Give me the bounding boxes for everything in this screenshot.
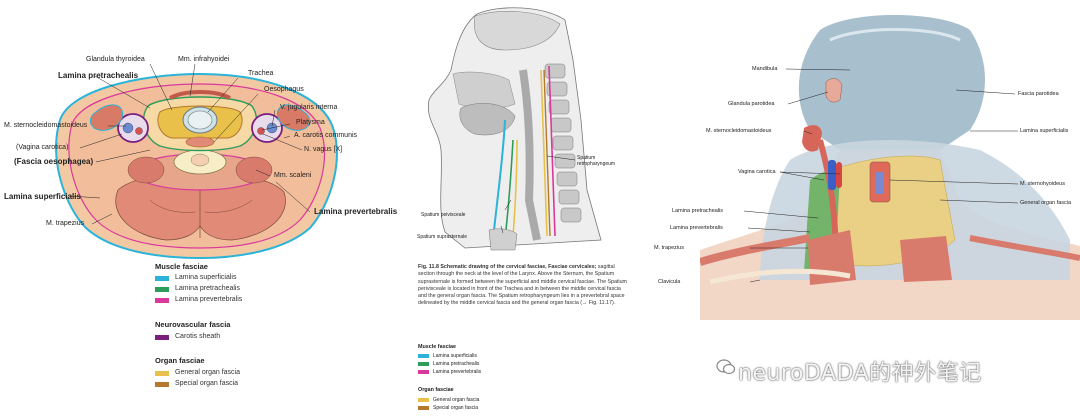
- caption-title: Fig. 11.8 Schematic drawing of the cervi…: [418, 264, 597, 270]
- label-spatium-perivisceale: Spatium peivisceale: [421, 212, 466, 218]
- swatch-pretrachealis: [155, 287, 169, 292]
- label-m-trapezius: M. trapezius: [46, 220, 85, 227]
- label-v-jugularis-interna: V. jugularis interna: [280, 104, 338, 111]
- legend-item: General organ fascia: [175, 369, 240, 376]
- mid-swatch-prevertebralis: [418, 370, 429, 374]
- label-n-vagus: N. vagus [X]: [304, 146, 343, 153]
- swatch-superficialis: [155, 276, 169, 281]
- cross-section-figure: [55, 63, 338, 260]
- legend-item: Carotis sheath: [175, 333, 221, 340]
- mid-legend-item: Lamina superficialis: [433, 353, 477, 359]
- legend-muscle-title: Muscle fasciae: [155, 262, 208, 271]
- legend-organ-title: Organ fasciae: [155, 356, 205, 365]
- caption-body: sagittal section through the neck at the…: [418, 264, 627, 307]
- wechat-icon: [716, 357, 736, 377]
- mid-legend-item: General organ fascia: [433, 397, 480, 403]
- mid-legend-item: Lamina prevertebralis: [433, 369, 482, 375]
- figure-caption: Fig. 11.8 Schematic drawing of the cervi…: [418, 264, 628, 308]
- legend-item: Lamina superficialis: [175, 274, 237, 281]
- label-trachea: Trachea: [248, 70, 274, 77]
- mid-legend-organ-title: Organ fasciae: [418, 387, 454, 393]
- label-glandula-thyroidea: Glandula thyroidea: [86, 56, 145, 63]
- label-lamina-prevertebralis-r: Lamina prevertebralis: [670, 225, 723, 231]
- label-glandula-parotidea: Glandula parotidea: [728, 101, 775, 107]
- middle-panel-sagittal: Spatium retropharyngeum Spatium peivisce…: [405, 0, 650, 416]
- swatch-special-organ: [155, 382, 169, 387]
- label-fascia-oesophagea: (Fascia oesophagea): [14, 157, 94, 166]
- label-vagina-carotica-r: Vagina carotica: [738, 169, 776, 175]
- label-oesophagus: Oesophagus: [264, 86, 304, 93]
- sagittal-figure: [427, 7, 602, 251]
- label-mandibula: Mandibula: [752, 66, 778, 72]
- label-general-organ-fascia: General organ fascia: [1020, 200, 1072, 206]
- watermark-text: neuroDADA的神外笔记: [738, 361, 982, 386]
- right-panel-anterior-view: Mandibula Glandula parotidea M. sternocl…: [654, 0, 1080, 416]
- label-m-sternohyoideus: M. sternohyoideus: [1020, 181, 1065, 187]
- label-lamina-prevertebralis: Lamina prevertebralis: [314, 207, 398, 216]
- mid-swatch-general-organ: [418, 398, 429, 402]
- label-m-sternocleidomastoideus-r: M. sternocleidomastoideus: [706, 128, 772, 134]
- label-fascia-parotidea: Fascia parotidea: [1018, 91, 1059, 97]
- legend-neuro-title: Neurovascular fascia: [155, 320, 231, 329]
- mid-swatch-superficialis: [418, 354, 429, 358]
- mid-legend-item: Special organ fascia: [433, 405, 479, 411]
- mid-swatch-special-organ: [418, 406, 429, 410]
- anterior-neck-figure: [700, 15, 1080, 320]
- label-m-trapezius-r: M. trapezius: [654, 245, 684, 251]
- left-panel-cross-section: Glandula thyroidea Mm. infrahyoidei Lami…: [0, 0, 397, 416]
- label-mm-scaleni: Mm. scaleni: [274, 172, 312, 179]
- label-spatium-suprasternale: Spatium suprasternale: [417, 234, 468, 240]
- legend-item: Lamina prevertebralis: [175, 296, 243, 303]
- label-spatium-retropharyngeum: Spatium retropharyngeum: [577, 155, 616, 167]
- label-lamina-superficialis-r: Lamina superficialis: [1020, 128, 1069, 134]
- label-m-sternocleidomastoideus: M. sternocleidomastoideus: [4, 122, 88, 129]
- label-vagina-carotica: (Vagina carotica): [16, 144, 69, 151]
- mid-legend-item: Lamina pretrachealis: [433, 361, 480, 367]
- label-a-carotis-communis: A. carotis communis: [294, 132, 358, 139]
- legend-item: Lamina pretrachealis: [175, 285, 240, 292]
- swatch-carotis: [155, 335, 169, 340]
- label-platysma: Platysma: [296, 119, 325, 126]
- legend-item: Special organ fascia: [175, 380, 239, 387]
- label-lamina-pretrachealis: Lamina pretrachealis: [58, 71, 139, 80]
- label-lamina-superficialis: Lamina superficialis: [4, 192, 81, 201]
- mid-swatch-pretrachealis: [418, 362, 429, 366]
- label-mm-infrahyoidei: Mm. infrahyoidei: [178, 56, 230, 63]
- swatch-prevertebralis: [155, 298, 169, 303]
- label-clavicula: Clavicula: [658, 279, 681, 285]
- label-lamina-pretrachealis-r: Lamina pretrachealis: [672, 208, 724, 214]
- swatch-general-organ: [155, 371, 169, 376]
- mid-legend-muscle-title: Muscle fasciae: [418, 344, 457, 350]
